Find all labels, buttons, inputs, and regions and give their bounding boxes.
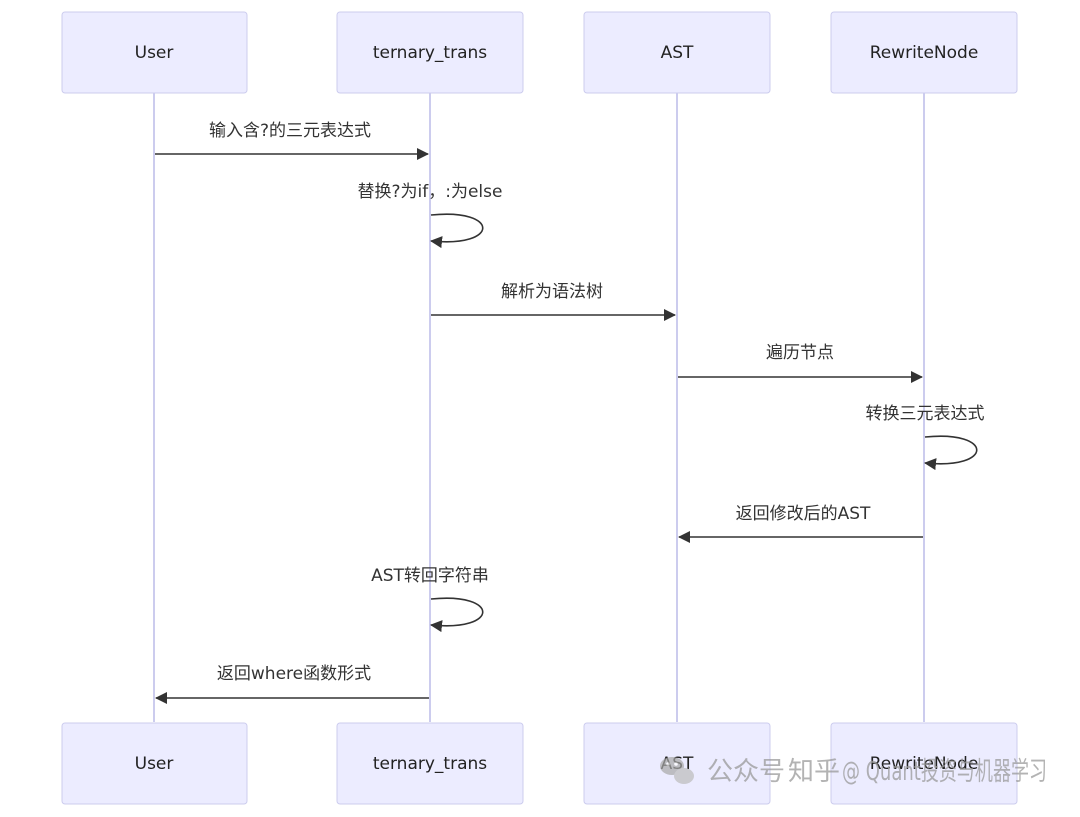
message-label: 解析为语法树 — [501, 282, 603, 302]
participant-ternary-trans-top: ternary_trans — [336, 11, 524, 94]
message-label: 替换?为if，:为else — [358, 182, 503, 202]
watermark-site: 知乎 — [788, 757, 840, 787]
message-replace-operators: 替换?为if，:为else — [358, 182, 503, 249]
participant-user-bottom: User — [61, 722, 248, 805]
message-label: 转换三元表达式 — [866, 404, 985, 424]
participant-label-ternary-trans: ternary_trans — [373, 43, 487, 63]
participant-label-user: User — [135, 43, 174, 63]
message-label: 输入含?的三元表达式 — [209, 121, 371, 141]
message-label: AST转回字符串 — [371, 566, 489, 586]
watermark-platform: 公众号 — [707, 757, 785, 787]
participant-rewrite-node-bottom: RewriteNode — [830, 722, 1018, 805]
message-traverse-nodes: 遍历节点 — [678, 343, 923, 383]
participant-user-top: User — [61, 11, 248, 94]
message-input-expression: 输入含?的三元表达式 — [155, 121, 429, 160]
watermark-account: @ Quant投资与机器学习 — [842, 757, 1047, 787]
message-label: 返回where函数形式 — [217, 664, 371, 684]
message-return-modified-ast: 返回修改后的AST — [678, 504, 923, 543]
participant-label-user: User — [135, 754, 174, 774]
participant-rewrite-node-top: RewriteNode — [830, 11, 1018, 94]
participant-label-rewrite-node: RewriteNode — [870, 754, 979, 774]
participant-ast-top: AST — [583, 11, 771, 94]
watermark: 公众号 知乎 @ Quant投资与机器学习 — [660, 757, 1047, 787]
participant-label-rewrite-node: RewriteNode — [870, 43, 979, 63]
message-label: 遍历节点 — [766, 343, 834, 363]
wechat-icon — [660, 757, 694, 784]
message-return-where-form: 返回where函数形式 — [155, 664, 429, 704]
participant-ternary-trans-bottom: ternary_trans — [336, 722, 524, 805]
message-parse-tree: 解析为语法树 — [431, 282, 676, 321]
participant-label-ast: AST — [661, 43, 694, 63]
participant-label-ternary-trans: ternary_trans — [373, 754, 487, 774]
message-ast-to-string: AST转回字符串 — [371, 566, 489, 633]
message-convert-ternary: 转换三元表达式 — [866, 404, 985, 471]
message-label: 返回修改后的AST — [736, 504, 871, 524]
